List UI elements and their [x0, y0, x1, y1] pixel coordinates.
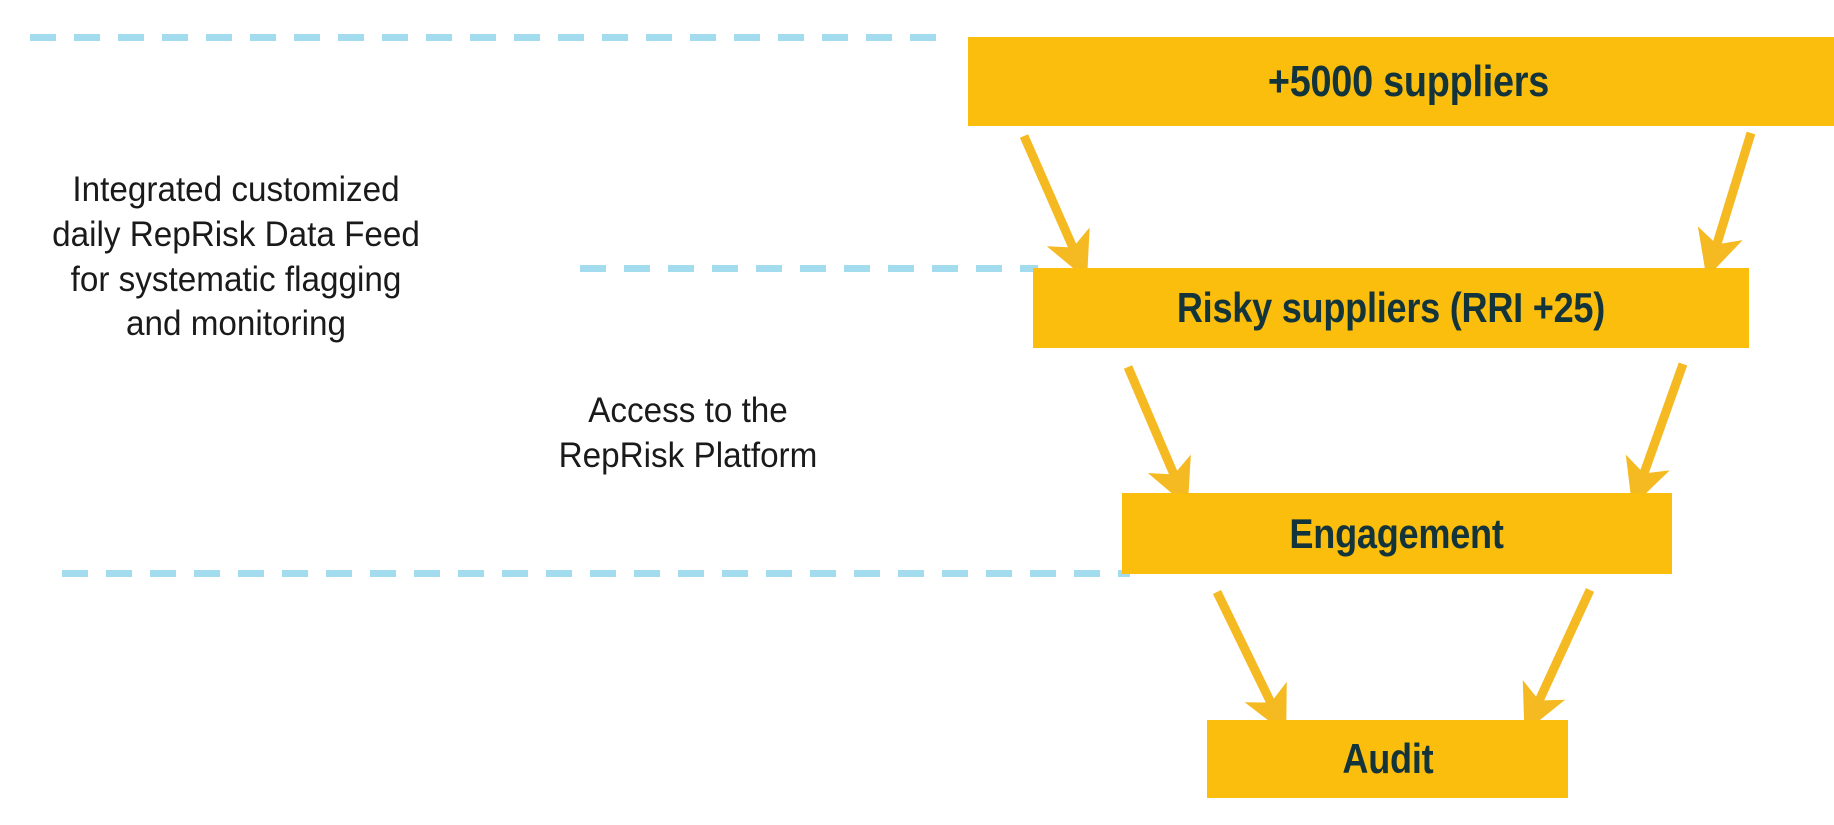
arrow-risky-to-engagement-left: [1123, 365, 1191, 507]
annotation-data-feed-line-3: for systematic flagging: [70, 259, 402, 299]
annotation-platform-access-line-1: Access to the: [588, 391, 788, 430]
dashed-separator-bottom: [62, 570, 1130, 577]
funnel-stage-audit[interactable]: Audit: [1207, 720, 1568, 798]
funnel-stage-audit-label: Audit: [1342, 735, 1433, 782]
annotation-data-feed: Integrated customized daily RepRisk Data…: [18, 168, 454, 347]
annotation-data-feed-line-2: daily RepRisk Data Feed: [52, 214, 420, 254]
funnel-stage-risky-suppliers-label: Risky suppliers (RRI +25): [1176, 284, 1606, 331]
funnel-stage-risky-suppliers[interactable]: Risky suppliers (RRI +25): [1033, 268, 1749, 348]
arrow-engagement-to-audit-left: [1212, 590, 1287, 735]
arrow-risky-to-engagement-right: [1625, 362, 1688, 507]
funnel-stage-suppliers[interactable]: +5000 suppliers: [968, 37, 1834, 126]
arrow-suppliers-to-risky-right: [1697, 131, 1756, 278]
annotation-data-feed-line-4: and monitoring: [126, 304, 346, 344]
annotation-platform-access: Access to the RepRisk Platform: [505, 389, 871, 479]
annotation-platform-access-line-2: RepRisk Platform: [558, 435, 818, 475]
dashed-separator-top: [30, 34, 942, 41]
annotation-data-feed-line-1: Integrated customized: [72, 170, 400, 209]
funnel-stage-engagement-label: Engagement: [1289, 509, 1505, 557]
funnel-stage-suppliers-label: +5000 suppliers: [1267, 56, 1549, 106]
funnel-stage-engagement[interactable]: Engagement: [1122, 493, 1672, 574]
arrow-engagement-to-audit-right: [1522, 588, 1595, 733]
arrow-suppliers-to-risky-left: [1019, 134, 1090, 280]
dashed-separator-middle: [580, 265, 1038, 272]
